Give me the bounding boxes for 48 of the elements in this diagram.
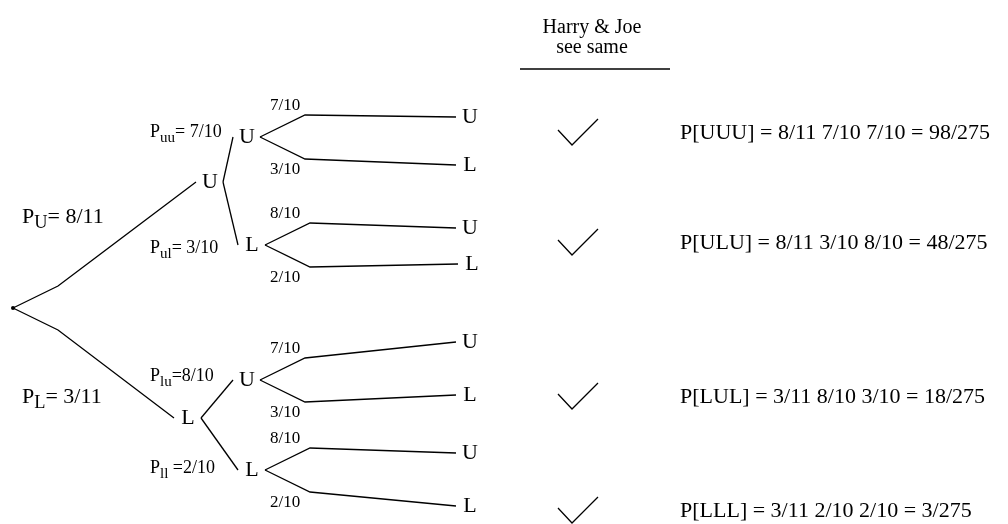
branch-line xyxy=(259,341,457,381)
outcome-label: L xyxy=(460,494,480,518)
branch-line xyxy=(12,307,175,419)
edge-label: P$_{uu}$= 7/10 xyxy=(150,122,222,145)
branch-line xyxy=(264,222,457,246)
outcome-label: U xyxy=(460,216,480,240)
edge-label: P$_{lu}$=8/10 xyxy=(150,366,214,389)
probability-formula: P[ULU] = 8/11 3/10 8/10 = 48/275 xyxy=(680,231,988,253)
outcome-label: L xyxy=(462,252,482,276)
outcome-label: L xyxy=(460,153,480,177)
edge-label: 8/10 xyxy=(270,204,301,221)
outcome-label: U xyxy=(460,330,480,354)
probability-formula: P[LLL] = 3/11 2/10 2/10 = 3/275 xyxy=(680,499,972,521)
outcome-label: U xyxy=(200,170,220,194)
branch-line xyxy=(264,244,459,268)
edge-label: 8/10 xyxy=(270,429,301,446)
edge-label: 7/10 xyxy=(270,96,301,113)
column-heading: Harry & Joe see same xyxy=(541,16,643,56)
edge-label: 2/10 xyxy=(270,493,301,510)
branch-line xyxy=(264,447,457,471)
branch-line xyxy=(200,379,234,419)
branch-line xyxy=(12,181,197,309)
outcome-label: L xyxy=(178,406,198,430)
branch-line xyxy=(222,181,239,246)
branch-line xyxy=(259,379,457,403)
branch-line xyxy=(222,136,234,183)
edge-label: P$_{L}$= 3/11 xyxy=(22,385,102,412)
outcome-label: U xyxy=(460,441,480,465)
edge-label: P$_{ul}$= 3/10 xyxy=(150,238,219,261)
edge-label: 3/10 xyxy=(270,403,301,420)
edge-label: 2/10 xyxy=(270,268,301,285)
branch-line xyxy=(200,417,239,471)
edge-label: P$_{U}$= 8/11 xyxy=(22,205,104,232)
branch-line xyxy=(259,136,457,166)
outcome-label: L xyxy=(242,233,262,257)
probability-formula: P[LUL] = 3/11 8/10 3/10 = 18/275 xyxy=(680,385,986,407)
edge-label: 7/10 xyxy=(270,339,301,356)
branch-line xyxy=(259,114,457,138)
outcome-label: L xyxy=(242,458,262,482)
probability-formula: P[UUU] = 8/11 7/10 7/10 = 98/275 xyxy=(680,121,990,143)
outcome-label: L xyxy=(460,383,480,407)
edge-label: P$_{ll}$ =2/10 xyxy=(150,458,215,481)
branch-line xyxy=(264,469,457,507)
edge-label: 3/10 xyxy=(270,160,301,177)
outcome-label: U xyxy=(460,105,480,129)
outcome-label: U xyxy=(237,368,257,392)
branch-point xyxy=(11,306,15,310)
outcome-label: U xyxy=(237,125,257,149)
